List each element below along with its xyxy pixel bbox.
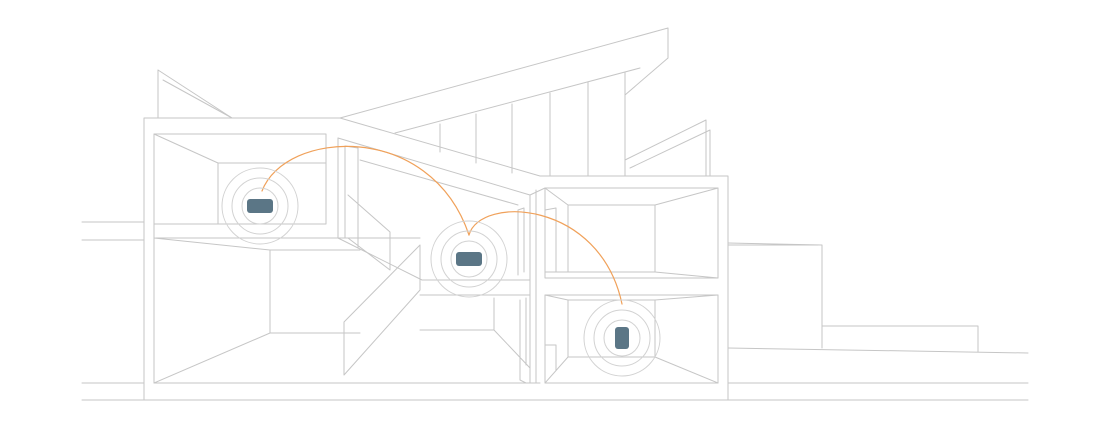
connection-arc: [261, 145, 470, 236]
right-annex: [727, 242, 979, 353]
mesh-node-center: [430, 220, 508, 298]
upper-left-room: [153, 133, 327, 225]
signal-ring: [231, 177, 289, 235]
central-section: [337, 137, 546, 384]
signal-ring: [603, 319, 641, 357]
router-device-icon: [615, 327, 629, 349]
router-device-icon: [247, 199, 273, 213]
signal-ring: [450, 240, 488, 278]
mesh-devices: [221, 167, 661, 377]
router-device-icon: [456, 252, 482, 266]
roof: [157, 27, 711, 177]
lower-left-room: [153, 237, 361, 384]
lower-right-room: [544, 294, 719, 384]
mesh-node-lower-right: [583, 299, 661, 377]
signal-ring: [440, 230, 498, 288]
signal-ring: [583, 299, 661, 377]
ground-lines: [81, 221, 1029, 401]
signal-ring: [593, 309, 651, 367]
upper-right-room: [544, 187, 719, 279]
signal-ring: [221, 167, 299, 245]
signal-ring: [430, 220, 508, 298]
house-walls: [143, 117, 729, 401]
signal-ring: [241, 187, 279, 225]
mesh-node-upstairs-left: [221, 167, 299, 245]
